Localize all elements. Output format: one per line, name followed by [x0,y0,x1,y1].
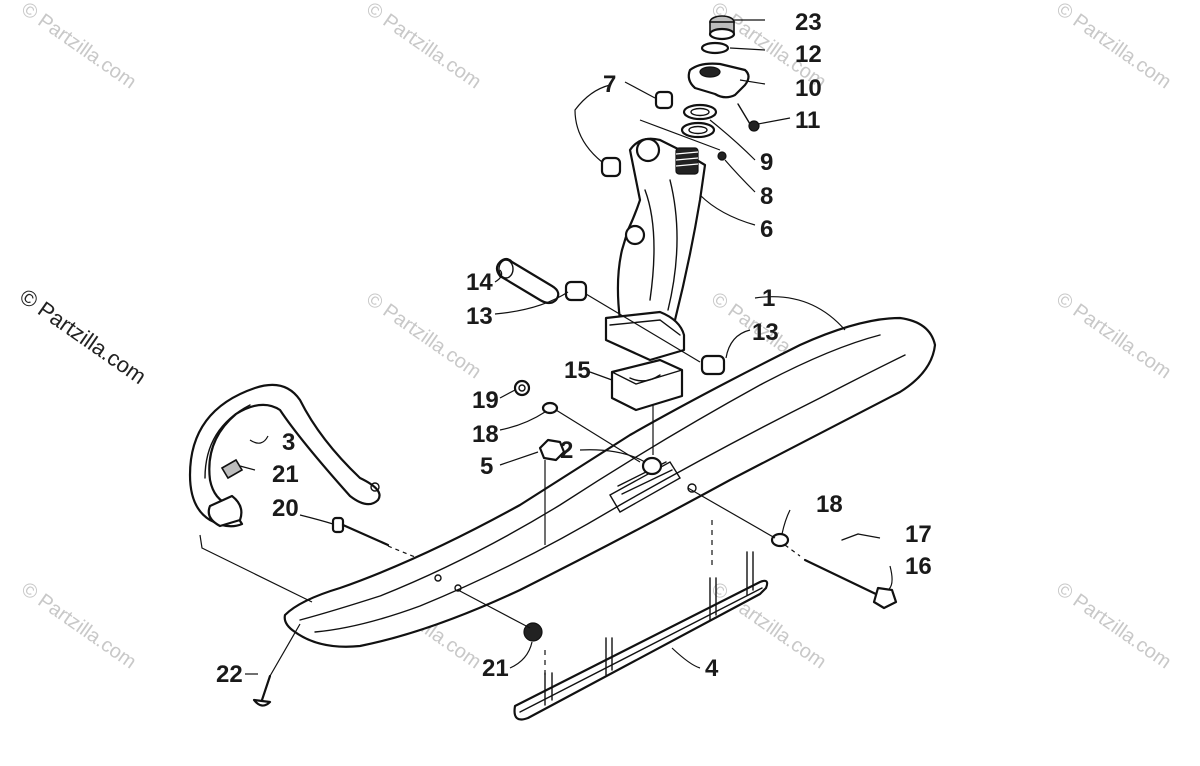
grease-fitting [717,151,727,161]
watermark: © Partzilla.com [1052,288,1175,383]
callout-20: 20 [272,495,299,522]
bushing-top [654,90,674,110]
watermark: © Partzilla.com [17,0,140,93]
saddle-block [610,358,684,412]
spindle [604,137,707,362]
bushing-side [600,156,622,178]
callout-17: 17 [905,521,932,548]
bolt-20 [331,516,390,547]
callout-9: 9 [760,149,773,176]
callout-4: 4 [705,655,719,682]
spacer-2 [641,456,663,476]
callout-7: 7 [603,71,616,98]
callout-15: 15 [564,357,591,384]
watermark-prominent: © Partzilla.com [15,284,151,390]
watermark: © Partzilla.com [362,0,485,93]
callout-5: 5 [480,453,493,480]
bolt-16 [803,558,898,610]
watermark: © Partzilla.com [1052,0,1175,93]
callout-2: 2 [560,437,573,464]
callout-1: 1 [762,285,775,312]
callout-6: 6 [760,216,773,243]
ski-body [283,316,937,648]
sleeve [495,257,560,305]
callout-23: 23 [795,9,822,36]
leader-lines [199,19,893,680]
washer-9-lower [680,121,716,139]
watermark: © Partzilla.com [1052,578,1175,673]
screw-22 [252,674,272,707]
bushing-13-right [700,354,726,376]
bolt-11 [737,103,760,132]
callout-14: 14 [466,269,493,296]
cap [708,15,736,41]
watermark: © Partzilla.com [17,578,140,673]
callout-labels: 23 12 10 11 9 8 6 7 14 13 1 13 15 19 18 … [216,9,932,688]
callout-18-right: 18 [816,491,843,518]
callout-21-bottom: 21 [482,655,509,682]
snap-ring [700,41,730,55]
callout-10: 10 [795,75,822,102]
wear-bar [513,551,769,721]
nut-19 [513,379,531,397]
callout-8: 8 [760,183,773,210]
callout-12: 12 [795,41,822,68]
watermark: © Partzilla.com [707,578,830,673]
callout-3: 3 [282,429,295,456]
bushing-13-left [564,280,588,302]
steering-arm [687,62,750,99]
callout-13-left: 13 [466,303,493,330]
callout-11: 11 [795,107,820,134]
spindle-thread [675,147,699,175]
nut-21-top [220,458,244,480]
callout-13-right: 13 [752,319,779,346]
callout-18-left: 18 [472,421,499,448]
handle-grip [207,494,243,528]
callout-22: 22 [216,661,243,688]
watermark-layer: © Partzilla.com © Partzilla.com © Partzi… [15,0,1175,673]
washer-9-upper [682,103,718,121]
callout-21-top: 21 [272,461,299,488]
washer-18-right [770,532,790,548]
washer-18-top [541,401,559,415]
cotter-pin [841,533,859,541]
callout-19: 19 [472,387,499,414]
locknut-5 [538,438,566,462]
callout-16: 16 [905,553,932,580]
